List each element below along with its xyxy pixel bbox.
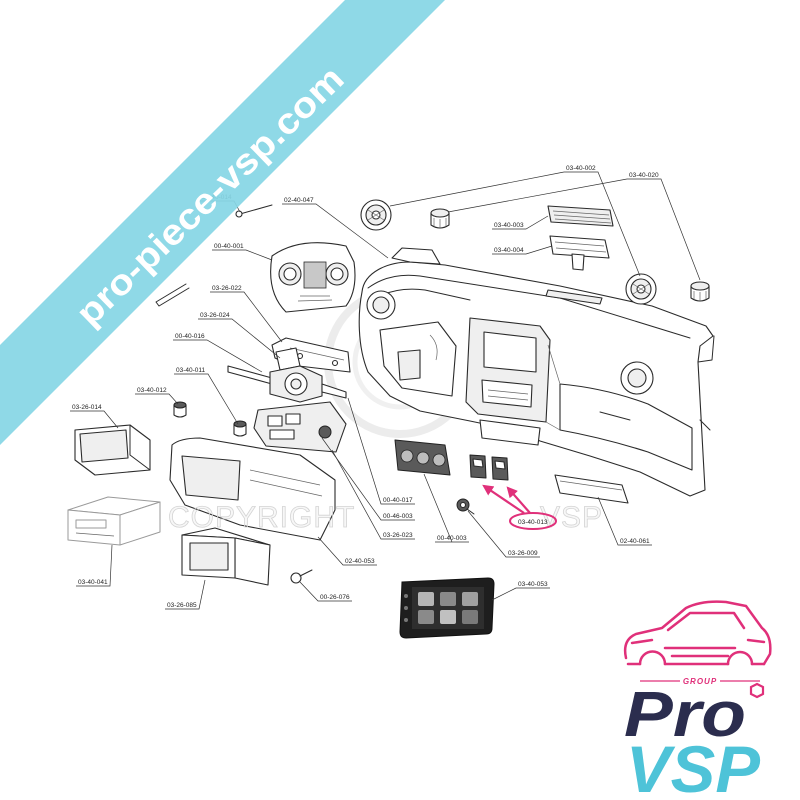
vent-knob-left [430,208,450,229]
brand-watermark: VSP [540,501,603,534]
part-label-03-40-011: 03-40-011 [176,367,206,374]
car-outline-icon [623,600,772,666]
part-label-02-40-047: 02-40-047 [284,197,314,204]
part-label-03-40-002: 03-40-002 [566,165,596,172]
copyright-watermark: COPYRIGHT [168,501,355,534]
fuse-box [253,401,347,453]
banner-stripe [0,0,445,445]
screen-housing-box [181,527,271,586]
part-label-00-40-016: 00-40-016 [175,333,205,340]
bulb-holder-part [456,498,475,515]
logo-vsp-text: VSP [626,732,761,800]
instrument-cluster [270,242,356,313]
part-label-03-40-053: 03-40-053 [518,581,548,588]
console-vent [481,379,533,408]
part-label-03-26-085: 03-26-085 [167,602,197,609]
part-label-03-40-004: 03-40-004 [494,247,524,254]
part-label-03-40-003: 03-40-003 [494,222,524,229]
round-vent-right [625,273,657,305]
part-label-03-40-020: 03-40-020 [629,172,659,179]
part-label-00-40-017: 00-40-017 [383,497,413,504]
part-label-03-40-041: 03-40-041 [78,579,108,586]
part-label-03-26-022: 03-26-022 [212,285,242,292]
logo-group-text: GROUP [683,677,717,686]
dashboard-main-panel [358,247,715,497]
dash-top-left-cover [391,247,441,265]
highlight-marker [482,484,557,530]
center-console [465,317,551,423]
lower-console [479,419,541,446]
part-label-00-40-001: 00-40-001 [214,243,244,250]
storage-tray [74,424,151,476]
pro-vsp-logo: GROUP Pro VSP [623,600,772,800]
heater-control-panel [394,439,451,476]
part-label-02-40-061: 02-40-061 [620,538,650,545]
center-vent-with-stem [549,235,610,271]
part-number-labels: 03-40-002 03-40-020 02-40-047 03-40-014 … [72,165,659,609]
left-storage-cup [397,349,421,381]
steering-column-switch [227,365,347,403]
lower-center-panel [169,437,336,541]
part-label-00-46-003: 00-46-003 [383,513,413,520]
part-label-03-26-023: 03-26-023 [383,532,413,539]
part-label-03-40-013: 03-40-013 [518,519,548,526]
small-knob-part-a [173,401,187,418]
glovebox [559,383,693,471]
logo-hexagon-icon [749,682,765,699]
small-rod-part [155,283,190,307]
touchscreen-unit [399,577,495,639]
radio-unit-box [67,496,161,546]
part-label-00-40-003: 00-40-003 [437,535,467,542]
part-label-03-26-024: 03-26-024 [200,312,230,319]
defroster-slot [545,289,603,305]
vent-knob-right [690,281,710,302]
part-label-02-40-053: 02-40-053 [345,558,375,565]
small-knob-part-b [233,420,247,437]
small-screw-part [235,204,273,218]
part-label-03-40-012: 03-40-012 [137,387,167,394]
console-display-slot [483,331,537,373]
part-label-03-26-014: 03-26-014 [72,404,102,411]
part-label-00-26-076: 00-26-076 [320,594,350,601]
dashboard-switches [469,454,509,481]
round-vent-left [360,199,392,231]
leader-lines [70,171,701,610]
part-label-03-26-009: 03-26-009 [508,550,538,557]
center-vent-rectangular [547,205,614,227]
small-screw-lower [290,569,313,584]
trim-strip [554,474,629,504]
logo-pro-text: Pro [624,678,746,750]
